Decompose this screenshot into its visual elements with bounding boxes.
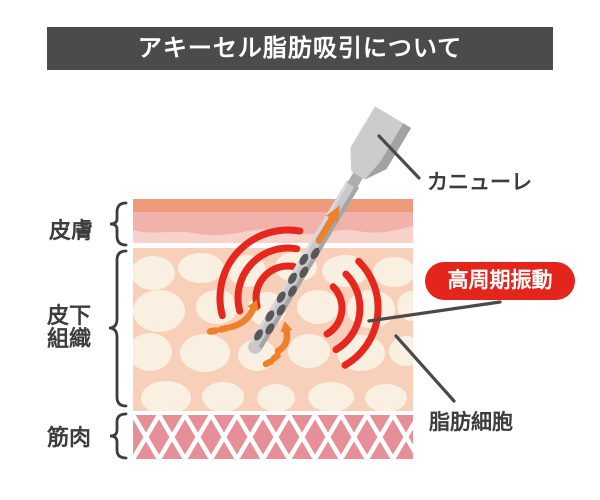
label-subcutaneous-line2: 組織	[47, 326, 92, 351]
fat-cell	[397, 291, 413, 321]
fat-cell	[365, 384, 407, 411]
fat-cells	[133, 252, 413, 411]
vibration-badge: 高周期振動	[425, 262, 575, 300]
page-title: アキーセル脂肪吸引について	[137, 35, 463, 62]
cannula-handle	[350, 106, 412, 180]
suction-arrow	[274, 327, 291, 355]
suction-direction-arrow	[315, 214, 337, 244]
fat-cell	[180, 334, 230, 372]
fat-cell	[308, 382, 354, 411]
fat-cell	[373, 257, 413, 287]
label-subcutaneous-tissue: 皮下 組織	[47, 304, 91, 350]
label-subcutaneous-line1: 皮下	[47, 303, 92, 328]
label-skin: 皮膚	[49, 218, 94, 243]
suction-direction-arrowhead	[326, 205, 341, 223]
fat-cell	[133, 290, 185, 332]
vibration-wave	[323, 283, 346, 338]
fat-cell	[133, 256, 175, 290]
muscle-brace	[109, 412, 128, 460]
layer-braces	[108, 201, 128, 460]
cannula-handle-shade	[364, 123, 412, 180]
fat-cell	[196, 290, 238, 324]
cannula-holes	[254, 247, 320, 341]
muscle-layer	[133, 415, 413, 459]
fat-cell	[297, 290, 339, 324]
suction-arrow	[227, 305, 257, 331]
fat-cell	[257, 384, 295, 411]
dermis-boundary-line	[133, 243, 413, 248]
skin-cross-section	[133, 199, 413, 459]
vibration-wave	[341, 257, 382, 369]
suction-arrowhead	[280, 321, 293, 332]
fat-cell	[202, 382, 244, 411]
vibration-wave	[234, 244, 301, 315]
cannula-pointer-line	[377, 134, 421, 180]
fat-cell	[141, 381, 191, 411]
fat-cell	[178, 253, 224, 283]
fat-cell	[389, 336, 413, 366]
vibration-wave	[252, 262, 298, 310]
fat-cells-pointer-line	[394, 334, 456, 403]
suction-arrow-dashes	[206, 324, 231, 335]
title-bar: アキーセル脂肪吸引について	[47, 27, 553, 70]
label-fat-cells: 脂肪細胞	[429, 411, 513, 434]
dermis-layer-wave	[133, 212, 413, 236]
cannula-illustration	[248, 106, 412, 354]
skin-brace	[109, 201, 128, 247]
skin-surface-layer	[133, 199, 413, 212]
vibration-waves-left	[216, 226, 304, 320]
fat-cell	[133, 333, 172, 371]
subcutaneous-brace	[108, 249, 128, 408]
vibration-pointer-line	[367, 300, 502, 323]
label-cannula: カニューレ	[427, 171, 532, 194]
vibration-wave	[332, 270, 364, 354]
suction-arrowhead	[247, 299, 259, 312]
suction-arrow-dashes	[262, 352, 281, 368]
suction-arrows	[206, 299, 293, 368]
fat-cell	[288, 334, 330, 368]
vibration-waves-right	[323, 257, 382, 369]
vibration-wave	[216, 226, 304, 320]
pointer-lines	[367, 134, 502, 403]
label-muscle: 筋肉	[47, 425, 92, 450]
